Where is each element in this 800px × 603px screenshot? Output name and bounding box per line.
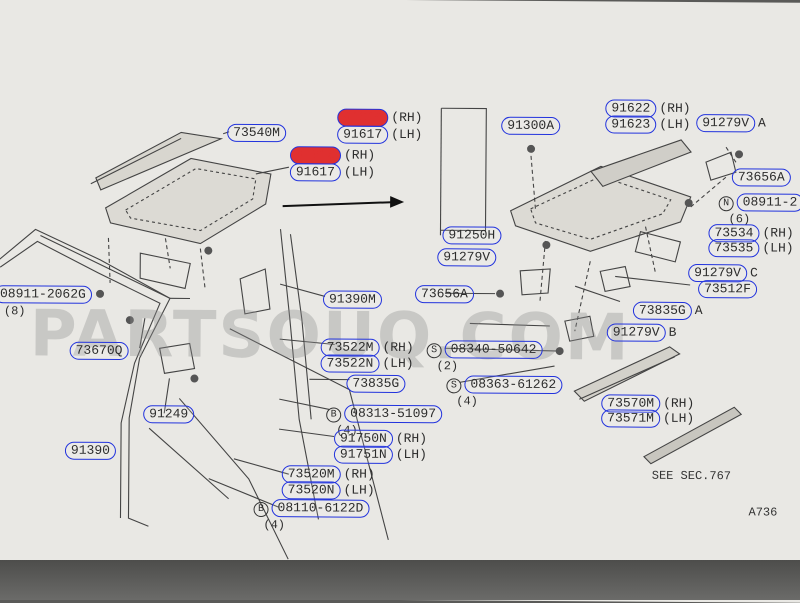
part-number[interactable]: 73522N: [320, 354, 380, 373]
part-suffix: (LH): [343, 164, 376, 180]
part-suffix: (RH): [762, 225, 794, 241]
part-suffix: (RH): [343, 466, 375, 482]
part-suffix: (LH): [762, 240, 794, 256]
callout-73835g[interactable]: 73835G: [346, 374, 406, 394]
part-number[interactable]: 73535: [708, 239, 760, 258]
part-number[interactable]: 91279V: [696, 114, 756, 133]
callout-73522n-lh[interactable]: 73522N(LH): [320, 354, 414, 373]
part-suffix: (RH): [382, 339, 414, 356]
part-number[interactable]: 08363-61262: [464, 375, 563, 395]
figure-id: A736: [748, 505, 778, 520]
part-number[interactable]: 73656A: [731, 168, 791, 187]
callout-91249[interactable]: 91249: [143, 405, 195, 424]
callout-73670q[interactable]: 73670Q: [69, 341, 129, 361]
part-number[interactable]: 91279V: [606, 323, 666, 342]
callout-91617-lh-b[interactable]: 91617(LH): [289, 163, 376, 182]
fastener-type-badge: N: [718, 196, 734, 212]
part-number[interactable]: 91617: [337, 125, 389, 144]
part-suffix: (RH): [395, 430, 428, 447]
callout-91623-lh[interactable]: 91623(LH): [605, 115, 691, 134]
part-suffix: A: [758, 115, 766, 131]
callout-91616-rh-b[interactable]: 91616(RH): [289, 146, 376, 165]
monitor-bezel: [0, 560, 800, 600]
callout-08911-left[interactable]: 08911-2062G(8): [0, 285, 92, 320]
part-number[interactable]: 73656A: [414, 285, 474, 304]
callout-91616-rh-a[interactable]: 91616(RH): [337, 108, 423, 128]
part-number[interactable]: 08911-2: [736, 193, 800, 212]
part-number[interactable]: 91390M: [322, 290, 382, 309]
part-number[interactable]: 91250H: [442, 226, 502, 245]
part-quantity: (4): [263, 518, 286, 533]
part-quantity: (2): [436, 359, 459, 374]
callout-73656a-top[interactable]: 73656A: [731, 168, 791, 187]
callout-91390m[interactable]: 91390M: [322, 290, 382, 309]
part-suffix: (RH): [659, 100, 691, 116]
part-suffix: (RH): [343, 147, 376, 163]
part-suffix: (LH): [395, 446, 428, 463]
part-number[interactable]: 73835G: [346, 374, 406, 394]
callout-73656a-mid[interactable]: 73656A: [414, 285, 474, 304]
part-suffix: C: [749, 265, 758, 281]
part-suffix: A: [694, 303, 703, 319]
part-number[interactable]: 91623: [605, 115, 657, 134]
callout-73520n-lh[interactable]: 73520N(LH): [281, 481, 375, 500]
see-section-note: SEE SEC.767: [651, 468, 732, 484]
part-suffix: (LH): [662, 410, 695, 427]
callout-91617-lh-a[interactable]: 91617(LH): [337, 125, 423, 145]
fastener-type-badge: B: [326, 407, 342, 423]
part-suffix: B: [668, 324, 677, 340]
part-number[interactable]: 73571M: [601, 409, 661, 428]
part-suffix: (LH): [343, 482, 375, 498]
callout-91300a[interactable]: 91300A: [501, 116, 561, 136]
part-number[interactable]: 91279V: [437, 248, 497, 267]
part-number[interactable]: 08911-2062G: [0, 285, 92, 304]
part-number[interactable]: 73520N: [281, 481, 341, 500]
part-suffix: (LH): [659, 116, 691, 132]
fastener-type-badge: S: [426, 343, 442, 359]
fastener-type-badge: B: [253, 501, 269, 518]
callout-91390[interactable]: 91390: [64, 441, 117, 460]
callout-91250h[interactable]: 91250H: [442, 226, 502, 245]
part-quantity: (8): [3, 304, 26, 319]
part-number[interactable]: 08313-51097: [344, 404, 443, 424]
part-number[interactable]: 91249: [143, 405, 195, 424]
part-suffix: (RH): [663, 395, 695, 412]
part-number[interactable]: 91616: [289, 146, 342, 165]
part-quantity: (4): [456, 394, 478, 409]
part-suffix: (LH): [391, 126, 423, 143]
fastener-type-badge: S: [446, 378, 462, 394]
callout-73535-lh[interactable]: 73535(LH): [708, 239, 794, 258]
part-suffix: (LH): [382, 355, 414, 372]
part-number[interactable]: 91300A: [501, 116, 561, 136]
part-number[interactable]: 73512F: [698, 280, 757, 299]
part-number[interactable]: 08340-50642: [444, 340, 543, 359]
part-number[interactable]: 73835G: [632, 301, 692, 321]
part-number[interactable]: 73670Q: [69, 341, 129, 361]
callout-91279v[interactable]: 91279V: [437, 248, 497, 267]
part-number[interactable]: 91751N: [333, 445, 393, 464]
callout-73540m[interactable]: 73540M: [227, 123, 287, 143]
part-number[interactable]: 73540M: [227, 123, 287, 143]
callout-73571m-lh[interactable]: 73571M(LH): [601, 409, 694, 428]
callout-73512f[interactable]: 73512F: [698, 280, 757, 299]
part-number[interactable]: 91390: [64, 441, 117, 460]
part-number[interactable]: 08110-6122D: [271, 499, 370, 518]
part-suffix: (RH): [391, 109, 423, 126]
part-number[interactable]: 91617: [289, 163, 341, 182]
callout-91751n-lh[interactable]: 91751N(LH): [333, 445, 428, 465]
part-number[interactable]: 91616: [337, 108, 389, 127]
